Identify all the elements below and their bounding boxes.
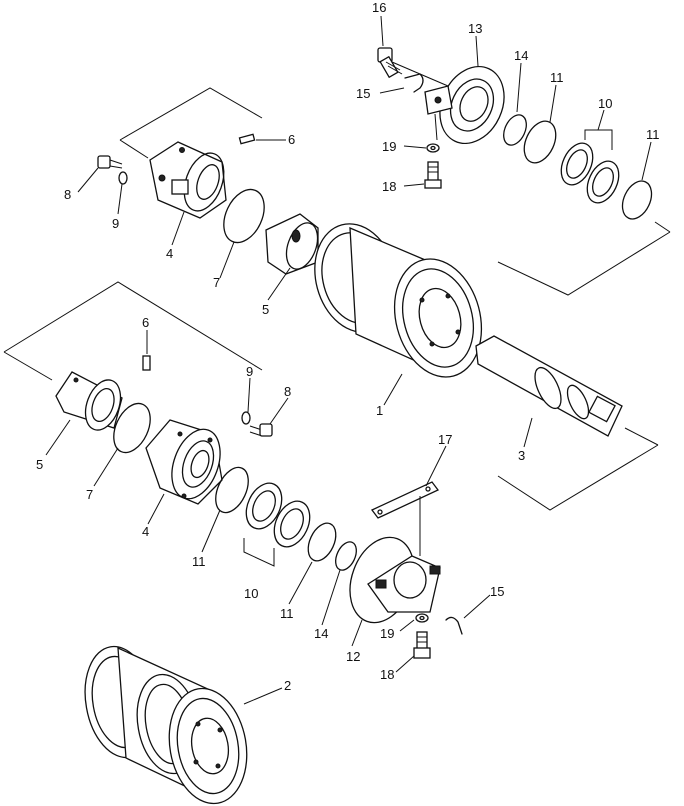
bearing-cover-part-13 xyxy=(391,61,505,145)
pin-part-6-middle xyxy=(142,355,151,371)
callout-8-middle: 8 xyxy=(284,384,291,399)
callout-5-top: 5 xyxy=(262,302,269,317)
track-roller-part-1 xyxy=(314,223,483,378)
pin-part-6-top xyxy=(238,133,256,145)
group-bracket-upper-right xyxy=(497,221,671,296)
callout-14-middle: 14 xyxy=(314,626,328,641)
bolt-part-18-top xyxy=(424,161,442,189)
callout-19-lower: 19 xyxy=(380,626,394,641)
o-ring-part-11-top-a xyxy=(523,120,557,164)
callout-4-middle: 4 xyxy=(142,524,149,539)
callout-3: 3 xyxy=(518,448,525,463)
callout-16: 16 xyxy=(372,0,386,15)
callout-labels: 16 13 14 11 10 11 15 19 18 6 8 9 4 7 5 1… xyxy=(36,0,660,693)
o-ring-part-11-middle-a xyxy=(215,466,249,514)
washer-part-9-middle xyxy=(241,411,251,425)
callout-1: 1 xyxy=(376,403,383,418)
callout-10-top: 10 xyxy=(598,96,612,111)
callout-4-top: 4 xyxy=(166,246,173,261)
callout-14-top: 14 xyxy=(514,48,528,63)
shaft-part-3 xyxy=(475,335,623,437)
callout-11-middle-a: 11 xyxy=(192,554,206,569)
callout-8-top: 8 xyxy=(64,187,71,202)
callout-6-top: 6 xyxy=(288,132,295,147)
callout-18-lower: 18 xyxy=(380,667,394,682)
callout-9-middle: 9 xyxy=(246,364,253,379)
o-ring-part-7-middle xyxy=(113,402,151,454)
group-bracket-middle-right xyxy=(497,427,659,511)
washer-part-9-top xyxy=(118,171,128,185)
callout-7-middle: 7 xyxy=(86,487,93,502)
callout-9-top: 9 xyxy=(112,216,119,231)
floating-seal-part-10-top xyxy=(560,129,620,204)
o-ring-part-14-top xyxy=(503,114,527,146)
callout-17: 17 xyxy=(438,432,452,447)
collar-part-4-top xyxy=(149,141,227,219)
collar-part-4-middle xyxy=(145,419,223,505)
o-ring-part-7-top xyxy=(223,188,265,244)
group-bracket-upper-left xyxy=(119,87,263,159)
bolt-part-16 xyxy=(377,47,403,79)
washer-part-19-lower xyxy=(415,613,429,623)
floating-seal-part-10-middle xyxy=(243,482,311,567)
bushing-part-5-middle xyxy=(55,371,123,431)
callout-11-top-b: 11 xyxy=(646,127,660,142)
callout-7-top: 7 xyxy=(213,275,220,290)
o-ring-part-11-middle-b xyxy=(307,522,337,562)
double-flange-roller-part-2 xyxy=(84,645,248,805)
bolt-part-18-lower xyxy=(413,631,431,659)
clip-part-15-top xyxy=(404,73,424,93)
o-ring-part-14-middle xyxy=(335,541,357,571)
bolt-part-8-middle xyxy=(249,423,273,437)
callout-10-middle: 10 xyxy=(244,586,258,601)
callout-11-middle-b: 11 xyxy=(280,606,294,621)
washer-part-19-top xyxy=(426,143,440,153)
callout-12: 12 xyxy=(346,649,360,664)
lock-plate-part-17 xyxy=(370,481,440,556)
callout-13: 13 xyxy=(468,21,482,36)
group-bracket-middle-left xyxy=(3,281,263,381)
o-ring-part-11-top-b xyxy=(621,180,653,220)
callout-11-top-a: 11 xyxy=(550,70,564,85)
bolt-part-8-top xyxy=(97,155,123,169)
callout-2: 2 xyxy=(284,678,291,693)
callout-6-middle: 6 xyxy=(142,315,149,330)
clip-part-15-lower xyxy=(445,616,463,635)
callout-5-middle: 5 xyxy=(36,457,43,472)
bearing-cover-part-12 xyxy=(349,536,441,624)
callout-15-lower: 15 xyxy=(490,584,504,599)
callout-18-top: 18 xyxy=(382,179,396,194)
callout-19-top: 19 xyxy=(382,139,396,154)
callout-15-top: 15 xyxy=(356,86,370,101)
callout-leaders xyxy=(45,15,652,705)
